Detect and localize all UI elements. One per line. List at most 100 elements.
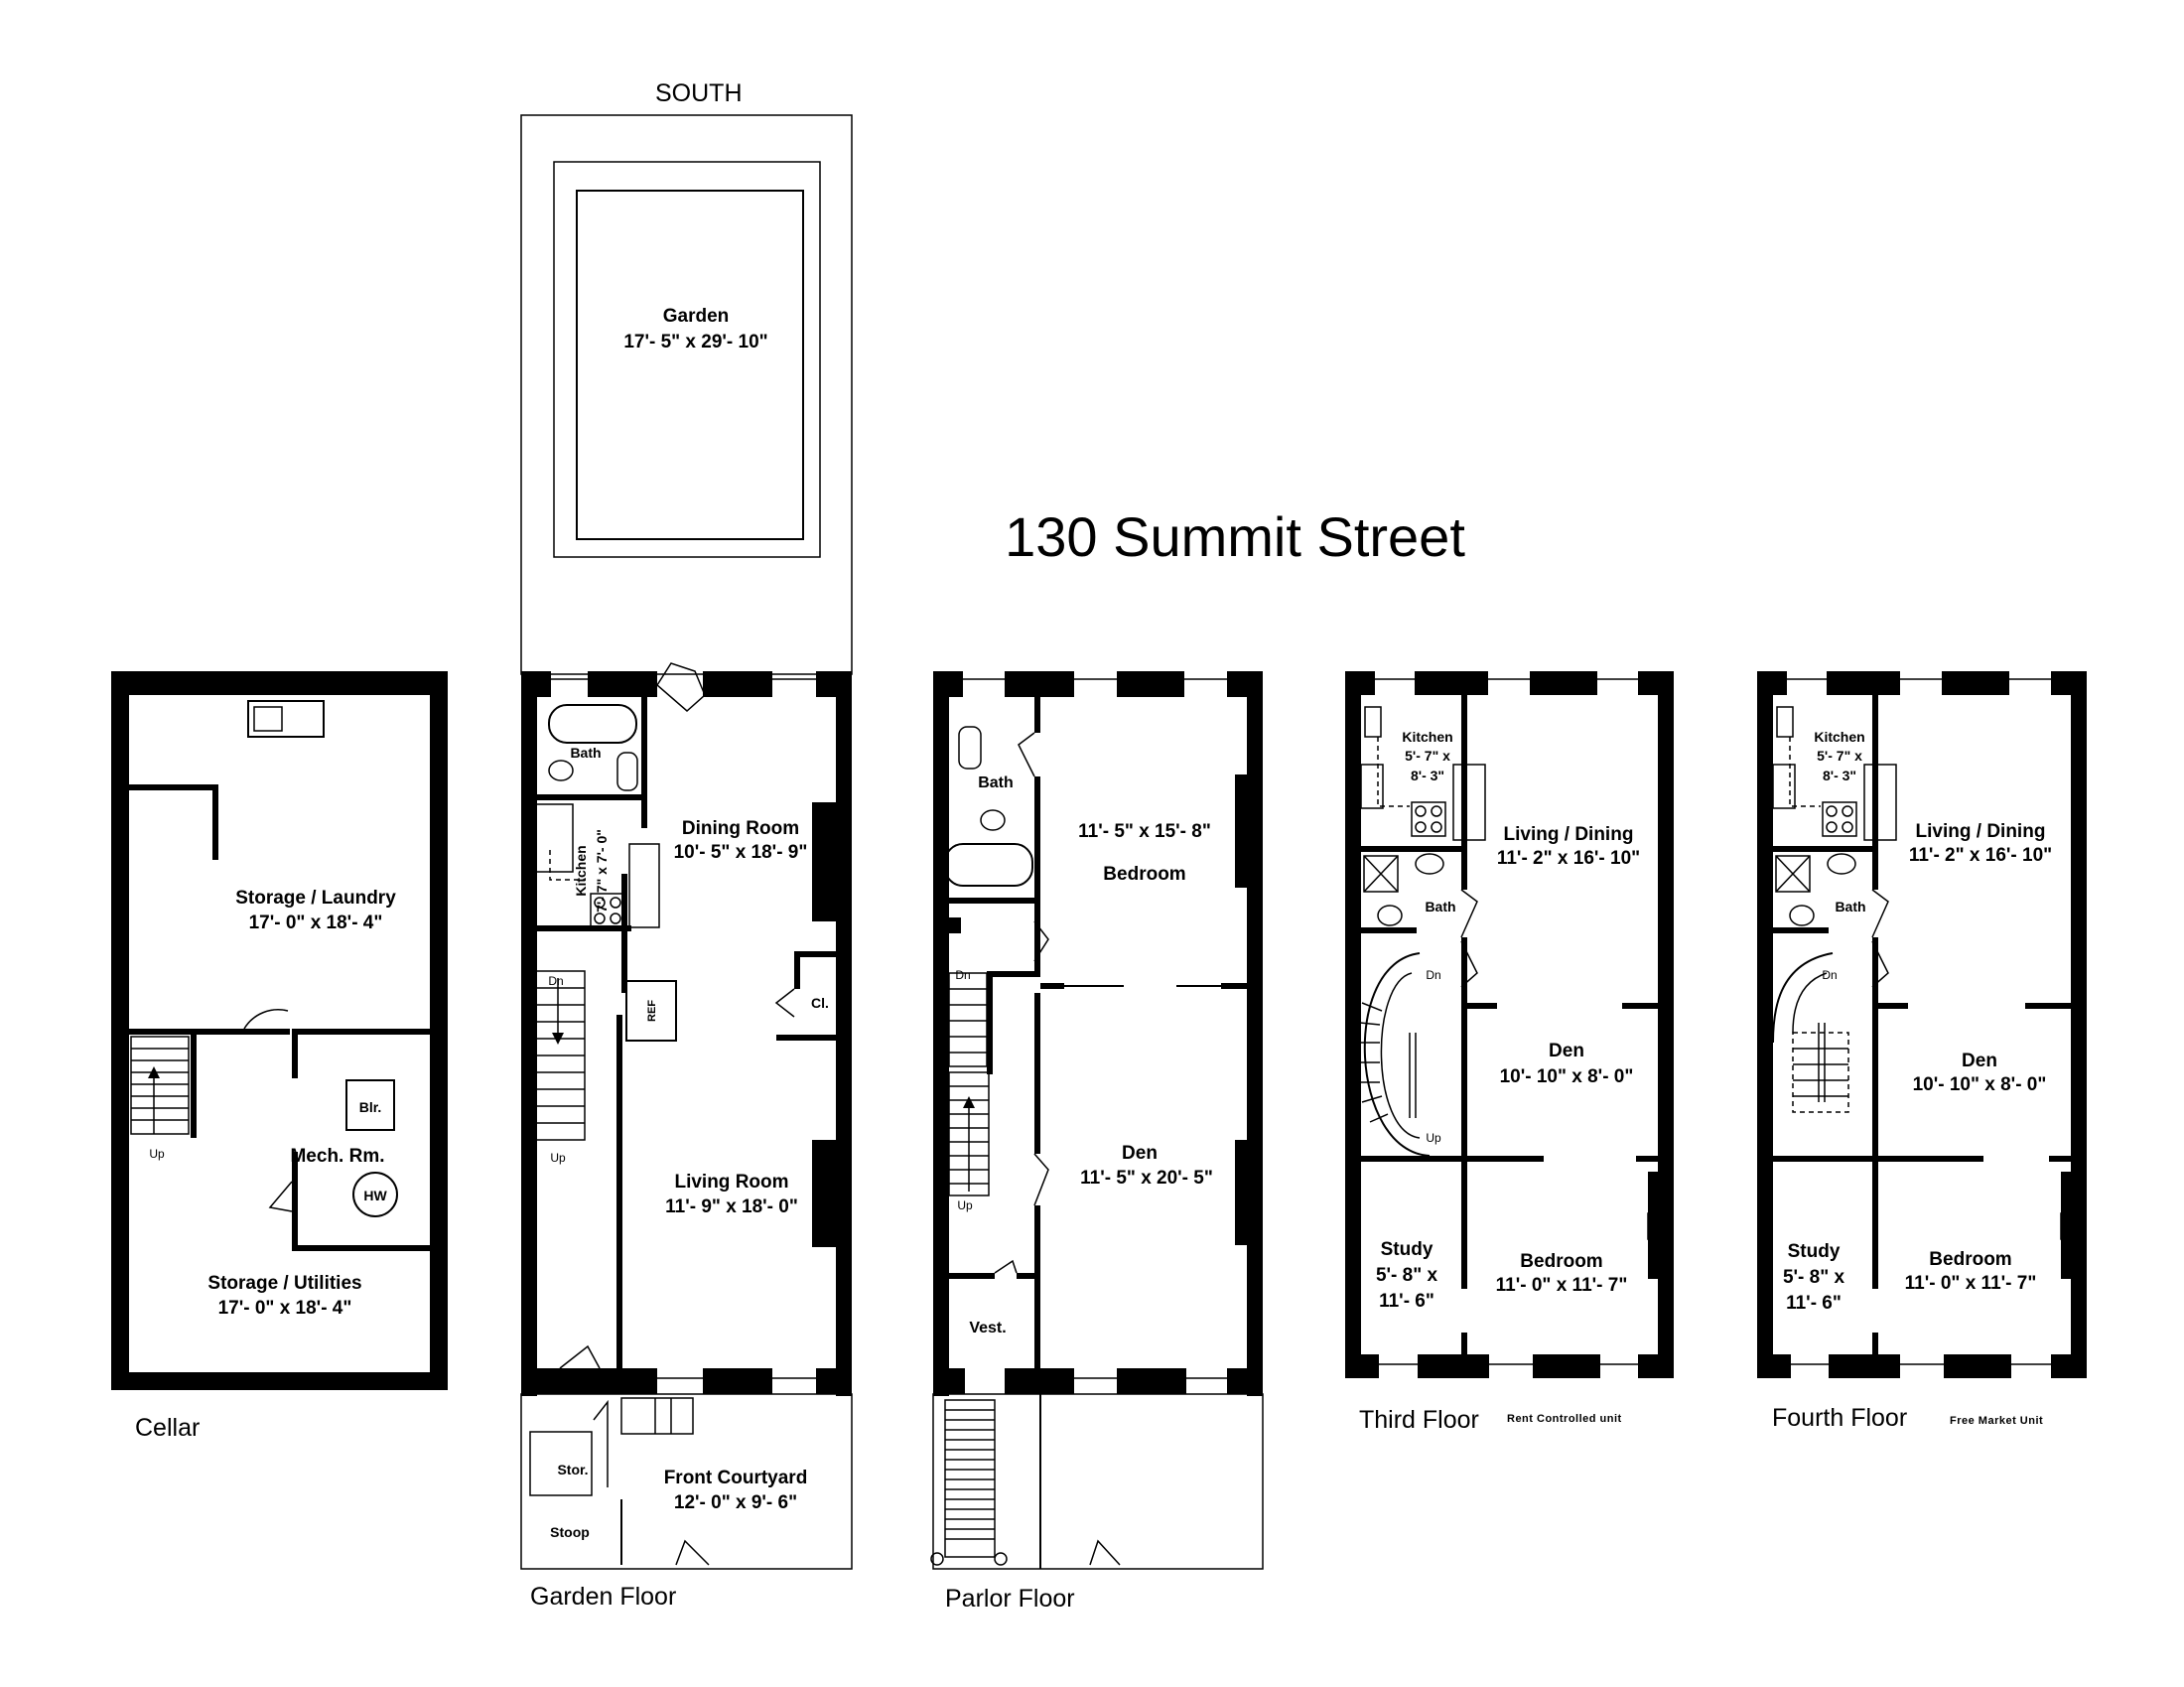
room-label-third-living: Living / Dining — [1504, 824, 1634, 845]
cellar-stairs — [130, 1036, 190, 1135]
fourth-floor-plan: Kitchen 5'- 7" x 8'- 3" Living / Dining … — [1757, 671, 2087, 1432]
wall-pier — [933, 1368, 965, 1394]
wall-pier — [2051, 1354, 2087, 1378]
den-wall — [1872, 1003, 1908, 1009]
door-swing — [593, 1399, 609, 1487]
room-dims-third-study: 11'- 6" — [1379, 1291, 1434, 1312]
garden-floor-plan: SOUTH Garden 17'- 5" x 29'- 10" — [520, 79, 853, 1611]
room-dims-parlor-bedroom: 11'- 5" x 15'- 8" — [1078, 821, 1211, 842]
cellar-partition — [191, 1029, 290, 1035]
sink — [616, 752, 638, 791]
wall-pier — [1418, 1354, 1489, 1378]
kitchen-counter-outline — [1377, 737, 1410, 807]
chimney — [1648, 1172, 1658, 1279]
room-label-garden-bath: Bath — [570, 745, 601, 761]
parlor-west-wall — [933, 671, 949, 1396]
third-floor-plan: Kitchen 5'- 7" x 8'- 3" Living / Dining … — [1345, 671, 1674, 1434]
kitchen-sink — [1360, 764, 1384, 809]
room-dims-storage-utilities: 17'- 0" x 18'- 4" — [218, 1298, 352, 1319]
room-label-front-courtyard: Front Courtyard — [664, 1468, 808, 1488]
wall-pier — [1829, 1354, 1900, 1378]
room-label-storage-utilities: Storage / Utilities — [207, 1273, 361, 1294]
door-swing — [1871, 940, 1889, 988]
sink — [1415, 853, 1444, 875]
kitchen-sink — [532, 803, 574, 873]
wall-pier — [816, 1368, 852, 1394]
stair-wall — [616, 1015, 622, 1368]
room-label-third-bath: Bath — [1425, 899, 1455, 914]
room-label-storage-laundry: Storage / Laundry — [235, 888, 396, 909]
kitchen-wall — [537, 925, 631, 931]
bath-wall — [1034, 697, 1040, 733]
toilet — [548, 760, 574, 781]
kitchen-sink — [1772, 764, 1796, 809]
room-dims-third-living: 11'- 2" x 16'- 10" — [1497, 848, 1640, 869]
wall-pier — [1345, 1354, 1379, 1378]
kitchen-counter-outline — [1789, 737, 1821, 807]
room-dims-third-kitchen: 5'- 7" x — [1405, 748, 1450, 764]
sink — [1827, 853, 1856, 875]
wall-pier — [521, 1368, 605, 1394]
room-dims-third-kitchen: 8'- 3" — [1411, 768, 1444, 783]
wall-pier — [1757, 1354, 1791, 1378]
stair-dn-label: Dn — [548, 974, 563, 988]
fourth-curved-stairs — [1772, 952, 1849, 1113]
study-wall — [1361, 1156, 1544, 1162]
wall-pier — [1638, 1354, 1674, 1378]
garden-bed — [553, 161, 821, 558]
cellar-partition — [212, 784, 218, 860]
wall-pier — [703, 1368, 772, 1394]
room-label-third-kitchen: Kitchen — [1402, 729, 1452, 745]
stair-dn-label: Dn — [1822, 968, 1837, 982]
floor-name-fourth: Fourth Floor — [1772, 1404, 1907, 1432]
den-wall — [1622, 1003, 1658, 1009]
wall-pier — [1530, 671, 1597, 695]
room-label-living: Living Room — [674, 1172, 788, 1193]
shower — [1775, 855, 1811, 893]
closet-wall — [776, 1035, 836, 1041]
door-swing — [1871, 889, 1889, 938]
parlor-stairs — [948, 972, 990, 1196]
laundry-sink — [247, 700, 325, 738]
study-wall — [1461, 1333, 1467, 1354]
room-label-mech: Mech. Rm. — [290, 1146, 384, 1167]
hw-label: HW — [363, 1188, 387, 1203]
cellar-partition — [129, 784, 218, 790]
bath-wall — [537, 794, 647, 800]
room-label-third-bedroom: Bedroom — [1520, 1251, 1602, 1272]
wall-pier — [1944, 1354, 2011, 1378]
fourth-east-wall — [2071, 671, 2087, 1378]
room-label-parlor-den: Den — [1122, 1143, 1158, 1164]
stair-up-label: Up — [957, 1198, 973, 1212]
cellar-mech-wall — [292, 1029, 298, 1078]
toilet — [1377, 905, 1403, 926]
door-swing — [1460, 940, 1478, 988]
unit-note-fourth: Free Market Unit — [1950, 1415, 2043, 1427]
floor-name-garden: Garden Floor — [530, 1583, 676, 1611]
kitchen-appliance — [1776, 706, 1794, 738]
room-label-storage: Stor. — [557, 1462, 588, 1477]
floor-name-parlor: Parlor Floor — [945, 1585, 1075, 1613]
wall-pier — [1942, 671, 2009, 695]
cellar-partition — [129, 1029, 191, 1035]
room-label-stoop: Stoop — [550, 1524, 590, 1540]
vest-wall — [1017, 1273, 1040, 1279]
water-heater — [352, 1172, 398, 1217]
parlor-floor-plan: Bath 11'- 5" x 15'- 8" Bedroom Den 11'- … — [930, 671, 1264, 1613]
room-dims-fourth-study: 11'- 6" — [1786, 1293, 1842, 1314]
wall-pier — [1227, 1368, 1263, 1394]
cellar-mech-wall — [292, 1152, 298, 1251]
door-swing — [1033, 920, 1049, 962]
wall-pier — [1827, 671, 1900, 695]
wall-stub — [949, 917, 961, 933]
wall-pier — [1117, 671, 1184, 697]
wall-pier — [1533, 1354, 1600, 1378]
room-label-vestibule: Vest. — [969, 1320, 1006, 1336]
cellar-mech-wall — [292, 1029, 430, 1035]
third-curved-stairs — [1359, 952, 1431, 1157]
pocket-wall — [1040, 983, 1064, 989]
room-dims-third-den: 10'- 10" x 8'- 0" — [1500, 1066, 1634, 1087]
floor-name-third: Third Floor — [1359, 1406, 1479, 1434]
den-wall — [1034, 1205, 1040, 1368]
kitchen-island — [1863, 764, 1897, 841]
